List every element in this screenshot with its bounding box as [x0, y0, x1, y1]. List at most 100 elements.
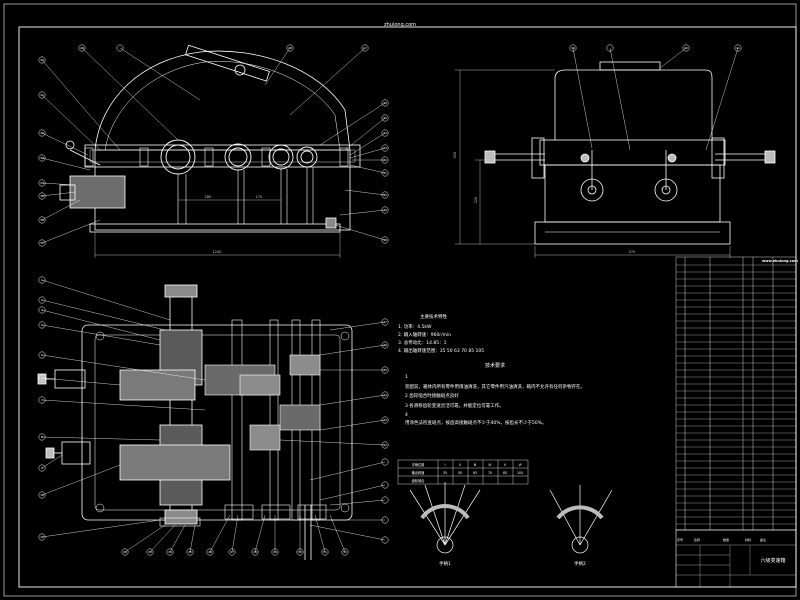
- balloon: [381, 114, 389, 122]
- front-balloon-labels: 29 28 27 30 31 32 33 34 35 36 37 26 25 2…: [40, 46, 387, 245]
- front-ribs: [177, 167, 314, 224]
- parts-list: [675, 256, 797, 531]
- balloon: [381, 366, 389, 374]
- svg-text:15: 15: [383, 368, 387, 372]
- spec-line: 4. 输出轴转速范围：35 50 63 70 85 105: [398, 347, 484, 354]
- svg-text:8: 8: [41, 435, 43, 439]
- parts-list-rows: [676, 264, 796, 525]
- svg-text:6: 6: [41, 376, 43, 380]
- svg-text:13: 13: [383, 418, 387, 422]
- svg-text:16: 16: [383, 343, 387, 347]
- balloon: [251, 548, 259, 556]
- svg-text:44: 44: [168, 550, 172, 554]
- svg-text:名称: 名称: [694, 537, 700, 542]
- plan-inner-casing: [94, 334, 341, 511]
- front-balloons: [38, 44, 389, 247]
- spec-title: 主要技术特性: [420, 313, 447, 320]
- side-dim-base: 570: [629, 250, 636, 254]
- title-block: [675, 529, 797, 588]
- handle-label-1: 手柄1: [439, 560, 451, 567]
- svg-text:Ⅰ: Ⅰ: [445, 463, 446, 467]
- balloon: [381, 458, 389, 466]
- front-leaders: [41, 47, 386, 244]
- balloon: [734, 44, 742, 52]
- side-handles: [580, 150, 678, 202]
- title-block-logo: www.zhulong.com: [762, 259, 798, 263]
- svg-text:28: 28: [288, 46, 292, 50]
- balloon: [381, 144, 389, 152]
- svg-text:70: 70: [488, 471, 492, 475]
- svg-text:手柄位置: 手柄位置: [412, 462, 425, 467]
- balloon: [296, 548, 304, 556]
- balloon: [381, 236, 389, 244]
- front-shaft-end: [59, 184, 76, 201]
- balloon: [38, 276, 46, 284]
- balloon: [361, 44, 369, 52]
- plan-bottom-bearings: [159, 504, 327, 527]
- balloon: [381, 391, 389, 399]
- svg-text:24: 24: [383, 131, 387, 135]
- svg-text:3: 3: [41, 308, 43, 312]
- side-bearing-right: [711, 137, 725, 179]
- front-dim-c2: 170: [256, 195, 263, 199]
- front-flange: [84, 144, 361, 168]
- balloon: [286, 44, 294, 52]
- balloon: [121, 548, 129, 556]
- balloon: [381, 341, 389, 349]
- svg-text:Ⅱ: Ⅱ: [459, 463, 461, 467]
- balloon: [381, 191, 389, 199]
- tech-line: 4: [405, 412, 408, 418]
- svg-text:23: 23: [383, 146, 387, 150]
- balloon: [381, 99, 389, 107]
- balloon: [38, 491, 46, 499]
- side-dim-height: 450: [453, 152, 457, 159]
- svg-text:49: 49: [273, 550, 277, 554]
- spec-line: 3. 总传动比：14.85：1: [398, 339, 447, 346]
- svg-text:22: 22: [383, 158, 387, 162]
- handle-diagram-2: [549, 485, 613, 554]
- svg-text:52: 52: [343, 550, 347, 554]
- svg-text:备注: 备注: [760, 537, 766, 542]
- svg-text:25: 25: [383, 116, 387, 120]
- front-handle-lever: [69, 149, 101, 166]
- svg-text:12: 12: [383, 443, 387, 447]
- handle-diagram-1: [409, 482, 481, 554]
- spec-line: 2. 输入轴转速：960r/min: [398, 331, 451, 338]
- balloon: [381, 416, 389, 424]
- balloon: [166, 548, 174, 556]
- balloon: [146, 548, 154, 556]
- side-leaders: [572, 47, 739, 151]
- balloon: [38, 306, 46, 314]
- svg-text:14: 14: [383, 393, 387, 397]
- plan-bottom-balloons: [121, 548, 349, 556]
- balloon: [38, 374, 46, 382]
- svg-text:11: 11: [40, 535, 44, 539]
- side-balloons: [569, 44, 742, 52]
- tech-title: 技术要求: [485, 362, 505, 369]
- svg-text:9: 9: [41, 466, 43, 470]
- side-housing-top: [554, 69, 713, 140]
- balloon: [38, 464, 46, 472]
- plan-gear-block-1: [119, 369, 196, 401]
- front-view: [59, 44, 361, 233]
- plan-view: [37, 284, 353, 560]
- front-bolts: [84, 147, 349, 167]
- balloon: [381, 129, 389, 137]
- balloon: [381, 441, 389, 449]
- speed-table: [397, 459, 529, 485]
- tech-line: 装配前，箱体内所有零件用煤油清洗，其它零件用汽油清洗，箱内不允许有任何杂物存在。: [405, 383, 585, 390]
- plan-outer-casing: [81, 324, 353, 521]
- balloon: [116, 44, 124, 52]
- balloon: [271, 548, 279, 556]
- svg-text:85: 85: [503, 471, 507, 475]
- side-dims: [455, 69, 731, 258]
- svg-text:26: 26: [383, 101, 387, 105]
- svg-text:27: 27: [363, 46, 367, 50]
- balloon: [38, 533, 46, 541]
- svg-text:19: 19: [383, 208, 387, 212]
- front-dims: [94, 199, 341, 258]
- spec-line: 1. 功率：4.5kW: [398, 323, 432, 330]
- balloon: [186, 548, 194, 556]
- balloon: [381, 318, 389, 326]
- front-cover-outline: [94, 50, 351, 151]
